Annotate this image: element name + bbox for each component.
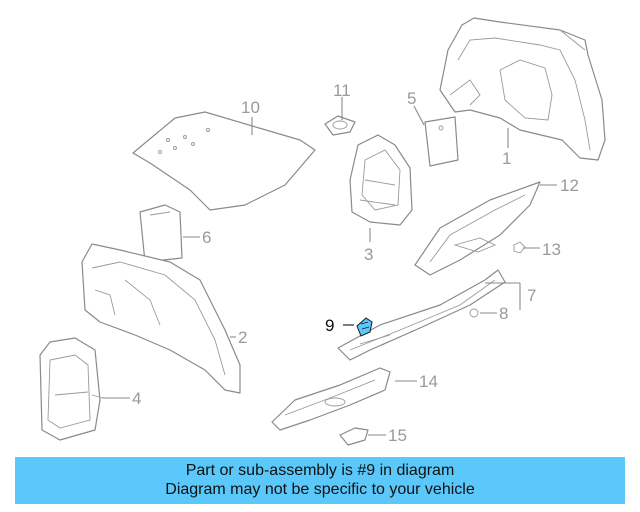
callout-10: 10 [241,98,260,117]
parts-diagram: 10 11 5 1 12 6 3 13 7 8 2 9 4 14 15 [39,17,606,446]
part-6-panel [139,204,183,263]
part-9-highlighted [356,317,373,337]
part-8-fastener [469,308,479,318]
banner-line-1: Part or sub-assembly is #9 in diagram [185,462,455,479]
callout-5: 5 [407,89,416,108]
callout-7: 7 [527,286,536,305]
part-2-side-trim [81,243,241,394]
part-3-bracket [349,134,413,226]
part-5-pad [424,116,459,167]
part-1-quarter-trim [439,17,606,161]
callout-12: 12 [560,176,579,195]
callout-4: 4 [132,389,141,408]
part-7-sill-plate [337,269,506,361]
callout-11: 11 [333,81,351,100]
part-14-rear-trim [271,367,391,431]
leader-lines [102,97,557,436]
info-banner: Part or sub-assembly is #9 in diagram Di… [15,457,625,504]
part-12-trim [414,181,541,276]
part-13-clip [513,241,526,254]
callout-15: 15 [388,426,407,445]
part-11-clip [324,115,356,136]
callout-9: 9 [325,316,334,335]
callout-6: 6 [202,228,211,247]
part-10-floor-panel [132,111,316,211]
part-15-block [339,427,369,446]
part-4-storage-bin [39,337,104,441]
callout-14: 14 [419,372,438,391]
banner-line-2: Diagram may not be specific to your vehi… [165,481,475,498]
callout-13: 13 [542,240,561,259]
callout-1: 1 [502,149,511,168]
callout-2: 2 [238,328,247,347]
callout-8: 8 [499,304,508,323]
callout-3: 3 [364,245,373,264]
